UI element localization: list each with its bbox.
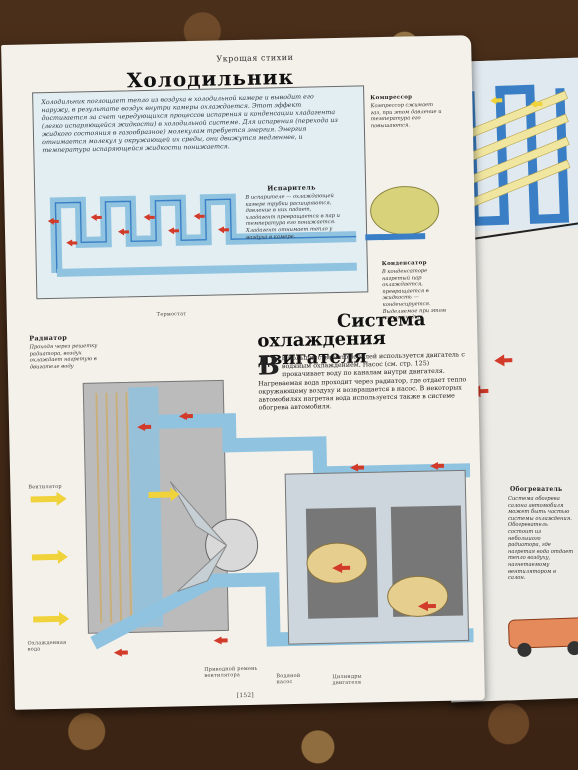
compressor-title: Компрессор xyxy=(370,94,413,102)
heater-title: Обогреватель xyxy=(510,486,563,493)
label-fan: Вентилятор xyxy=(28,483,62,491)
label-cylinders: Цилиндры двигателя xyxy=(332,673,362,687)
evaporator-title: Испаритель xyxy=(267,183,316,193)
compressor-caption: Компрессор сжимает газ, при этом давлени… xyxy=(370,101,442,130)
fridge-diagram-frame: Холодильник поглощает тепло из воздуха в… xyxy=(32,85,369,300)
condenser-title: Конденсатор xyxy=(381,260,427,268)
fridge-pipes xyxy=(47,193,357,277)
label-pump: Водяной насос xyxy=(276,672,301,686)
section-header: Укрощая стихии xyxy=(216,52,294,64)
compressor-drawing xyxy=(365,186,440,241)
evaporator-caption: В испарителе — охлаждающей камере трубки… xyxy=(245,193,341,241)
engine-diagram xyxy=(30,379,474,657)
left-page: Укрощая стихии Холодильник Холодильник п… xyxy=(1,35,485,710)
label-thermostat: Термостат xyxy=(156,311,187,318)
label-cooled-water: Охлажденная вода xyxy=(27,639,67,653)
page-number: [152] xyxy=(236,691,254,700)
label-belt: Приводной ремень вентилятора xyxy=(204,665,258,679)
heater-caption: Система обогрева салона автомобиля может… xyxy=(508,496,574,582)
radiator-title: Радиатор xyxy=(29,333,68,343)
